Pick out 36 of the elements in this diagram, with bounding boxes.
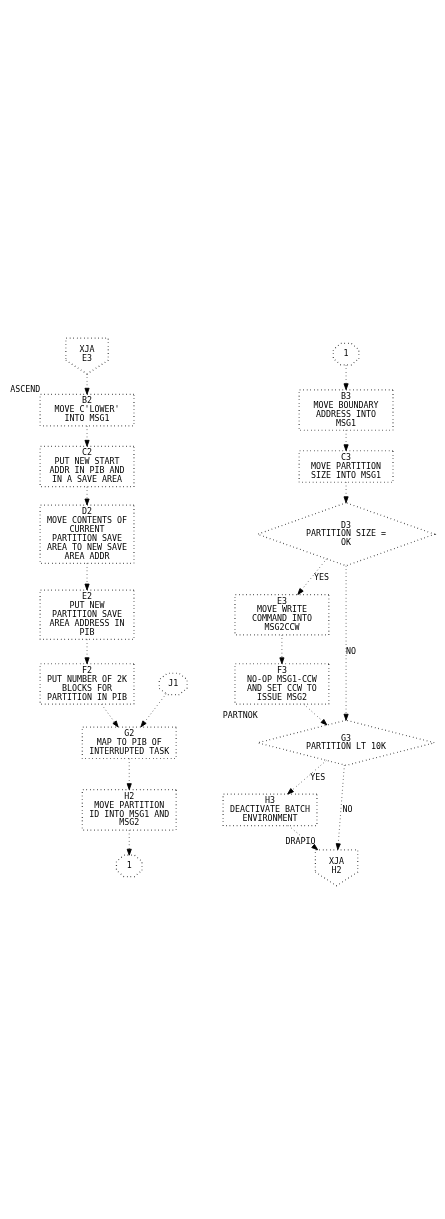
- arrow: [84, 562, 90, 590]
- node-label: ASCEND: [10, 383, 41, 394]
- edge-label: NO: [342, 803, 353, 814]
- node-box: D2 MOVE CONTENTS OF CURRENT PARTITION SAVE AREA TO NEW SAVE AREA ADDR: [39, 504, 135, 564]
- arrow: [287, 759, 327, 794]
- arrow: [343, 364, 349, 390]
- arrow: [297, 557, 328, 595]
- node-box: F3 NO-OP MSG1-CCW AND SET CCW TO ISSUE MSG2: [234, 662, 330, 705]
- arrow: [126, 757, 132, 790]
- arrow: [303, 703, 328, 725]
- node-box: B3 MOVE BOUNDARY ADDRESS INTO MSG1: [298, 388, 394, 431]
- arrow: [343, 429, 349, 451]
- arrow: [343, 481, 349, 503]
- node-label: PARTNOK: [222, 709, 258, 720]
- arrow: [84, 372, 90, 395]
- node-box: H3 DEACTIVATE BATCH ENVIRONMENT: [222, 793, 318, 826]
- node-label: DRAPIO: [285, 835, 316, 846]
- arrow: [288, 824, 319, 850]
- node-box: G2 MAP TO PIB OF INTERRUPTED TASK: [81, 725, 177, 759]
- arrow: [335, 764, 345, 850]
- arrow: [84, 425, 90, 447]
- node-box: C2 PUT NEW START ADDR IN PIB AND IN A SAVE AREA: [39, 445, 135, 487]
- arrow: [126, 829, 132, 856]
- node-box: E3 MOVE WRITE COMMAND INTO MSG2CCW: [234, 593, 330, 636]
- arrow: [343, 564, 349, 721]
- node-box: C3 MOVE PARTITION SIZE INTO MSG1: [298, 449, 394, 483]
- arrow: [279, 634, 285, 664]
- edge-label: NO: [346, 645, 357, 656]
- arrow: [101, 703, 119, 727]
- node-box: B2 MOVE C'LOWER' INTO MSG1: [39, 393, 135, 426]
- node-box: F2 PUT NUMBER OF 2K BLOCKS FOR PARTITION IN PIB: [39, 662, 135, 705]
- node-box: H2 MOVE PARTITION ID INTO MSG1 AND MSG2: [81, 788, 177, 831]
- node-box: E2 PUT NEW PARTITION SAVE AREA ADDRESS IN PIB: [39, 589, 135, 640]
- edge-label: YES: [313, 571, 329, 582]
- arrow: [84, 485, 90, 505]
- edge-label: YES: [310, 771, 326, 782]
